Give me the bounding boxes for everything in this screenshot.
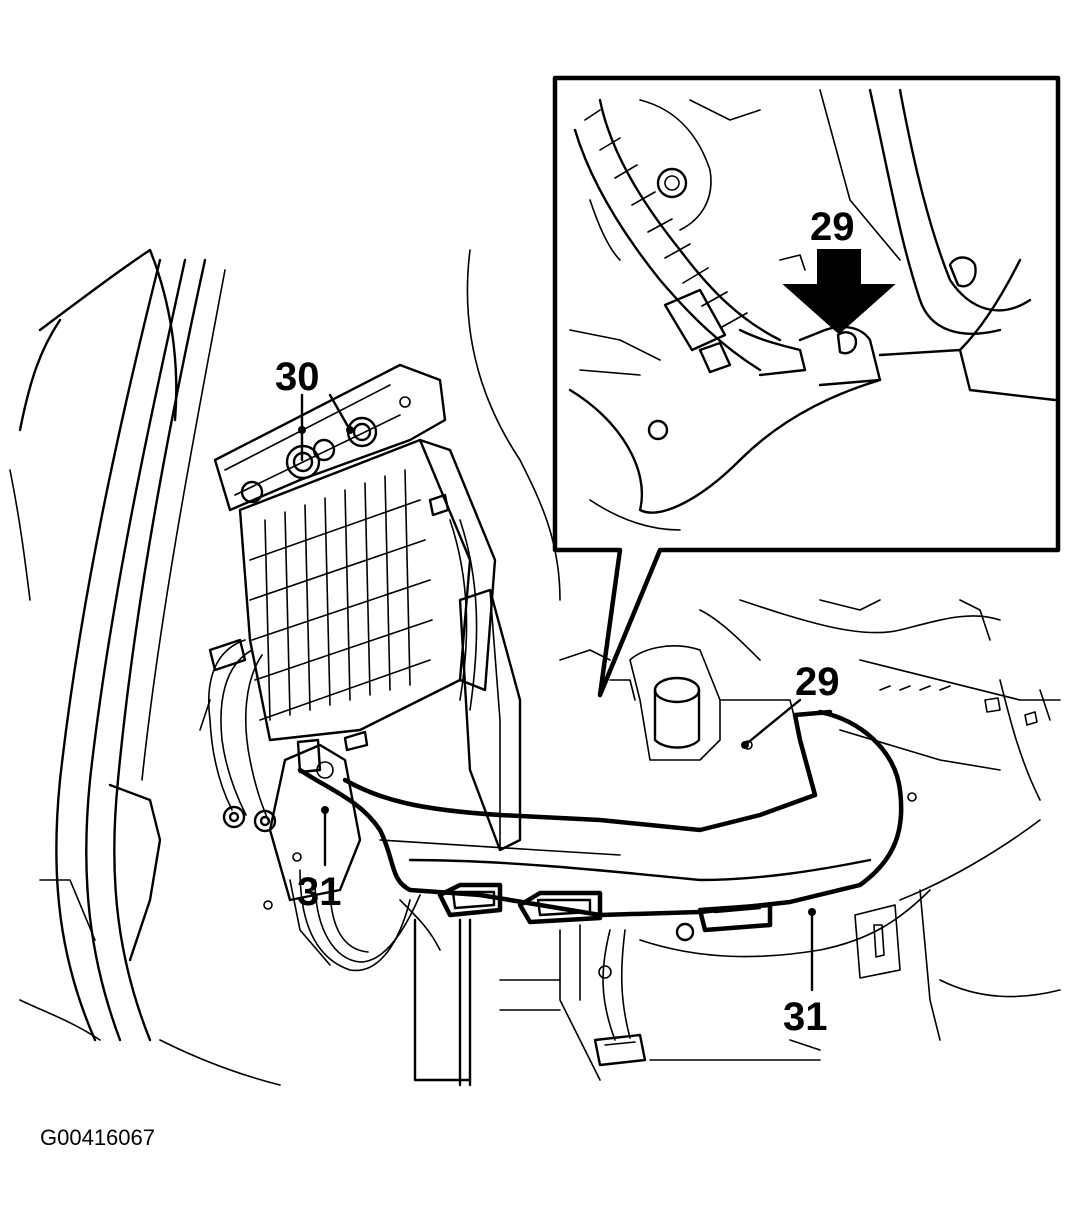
- callout-30-fusebox: 30: [275, 355, 320, 399]
- lower-structure: [413, 889, 941, 1087]
- leader-lines: [298, 393, 816, 992]
- fuse-box: [213, 363, 497, 774]
- ground-wires: [199, 638, 277, 833]
- callout-29-inset: 29: [810, 205, 855, 249]
- callout-31-left: 31: [297, 870, 342, 914]
- fuse-grid: [249, 469, 433, 721]
- cable-duct: [289, 709, 904, 972]
- support-bracket: [263, 588, 522, 910]
- figure-id: G00416067: [40, 1125, 155, 1150]
- arrow-pointer-icon: [782, 249, 896, 335]
- body-pillar: [9, 248, 281, 1086]
- inset-detail: [552, 75, 1061, 698]
- callout-31-right: 31: [783, 995, 828, 1039]
- callout-29-bracket: 29: [795, 660, 840, 704]
